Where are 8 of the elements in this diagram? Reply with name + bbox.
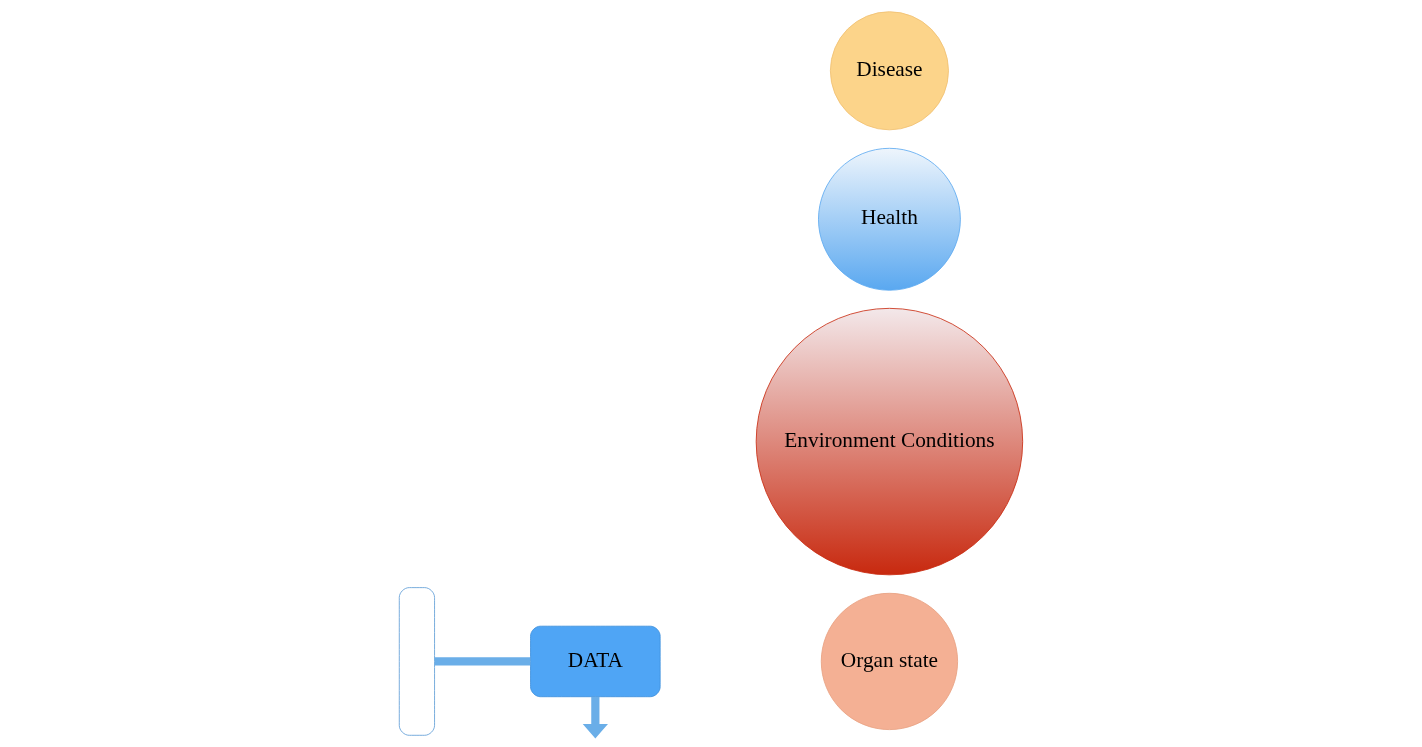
- node-box: [398, 587, 435, 736]
- connector: [434, 657, 531, 666]
- node-circle: Environment Conditions: [755, 307, 1024, 576]
- node-circle: Health: [818, 147, 961, 291]
- node-box: DATA: [530, 625, 661, 698]
- arrow: [582, 696, 608, 739]
- node-circle: Disease: [829, 11, 949, 131]
- node-circle: Organ state: [820, 592, 958, 731]
